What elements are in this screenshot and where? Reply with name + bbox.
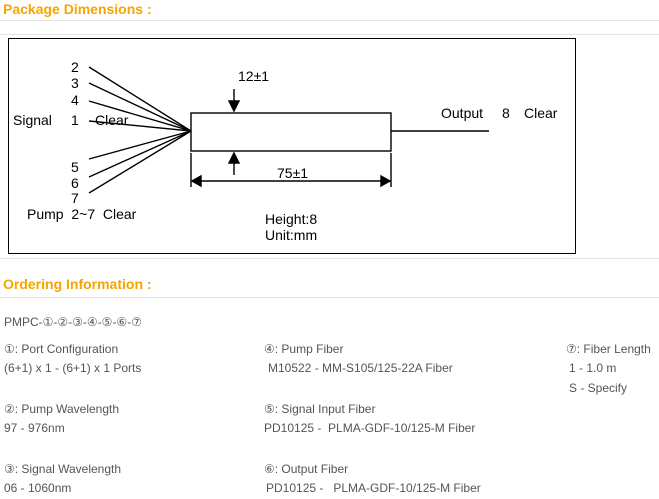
package-diagram: 2 3 4 Signal 1 Clear 5 6 7 Pump 2~7 Clea… — [8, 38, 576, 254]
output-clear-label: Clear — [524, 105, 558, 121]
port-label-5: 5 — [71, 159, 79, 175]
divider — [0, 297, 659, 298]
width-dimension-arrows — [227, 89, 241, 175]
length-dimension — [190, 153, 392, 188]
signal-port-label: 1 — [71, 112, 79, 128]
pump-label: Pump 2~7 Clear — [27, 206, 137, 222]
field-label-pump-wavelength: ②: Pump Wavelength — [4, 402, 120, 416]
field-value-signal-wavelength: 06 - 1060nm — [4, 481, 72, 495]
device-body — [190, 112, 392, 152]
field-label-pump-fiber: ④: Pump Fiber — [264, 342, 344, 356]
port-label-7: 7 — [71, 190, 79, 206]
signal-clear-label: Clear — [95, 112, 129, 128]
port-label-4: 4 — [71, 92, 79, 108]
field-label-signal-input-fiber: ⑤: Signal Input Fiber — [264, 402, 376, 416]
signal-label: Signal — [13, 112, 52, 128]
width-dimension-label: 12±1 — [238, 68, 270, 84]
divider — [0, 34, 659, 35]
output-label: Output — [441, 105, 484, 121]
field-value-fiber-length-s: S - Specify — [569, 381, 628, 395]
divider — [0, 258, 659, 259]
field-value-fiber-length-1: 1 - 1.0 m — [569, 361, 617, 375]
field-value-pump-fiber: M10522 - MM-S105/125-22A Fiber — [268, 361, 453, 375]
ordering-information-title: Ordering Information : — [3, 276, 152, 292]
port-label-3: 3 — [71, 75, 79, 91]
port-label-6: 6 — [71, 175, 79, 191]
field-label-output-fiber: ⑥: Output Fiber — [264, 462, 349, 476]
ordering-code: PMPC-①-②-③-④-⑤-⑥-⑦ — [4, 315, 142, 329]
field-label-fiber-length: ⑦: Fiber Length — [566, 342, 651, 356]
height-note: Height:8 — [265, 211, 318, 227]
field-value-pump-wavelength: 97 - 976nm — [4, 421, 65, 435]
field-label-signal-wavelength: ③: Signal Wavelength — [4, 462, 122, 476]
divider — [0, 20, 659, 21]
diagram-drawing — [88, 66, 489, 194]
field-value-port-configuration: (6+1) x 1 - (6+1) x 1 Ports — [4, 361, 142, 375]
fiber-fanout — [88, 66, 192, 194]
field-value-output-fiber: PD10125 - PLMA-GDF-10/125-M Fiber — [266, 481, 481, 495]
field-value-signal-input-fiber: PD10125 - PLMA-GDF-10/125-M Fiber — [264, 421, 476, 435]
output-port-label: 8 — [502, 105, 510, 121]
unit-note: Unit:mm — [265, 227, 318, 243]
port-label-2: 2 — [71, 59, 79, 75]
length-dimension-label: 75±1 — [277, 165, 309, 181]
package-dimensions-title: Package Dimensions : — [3, 1, 152, 17]
field-label-port-configuration: ①: Port Configuration — [4, 342, 119, 356]
